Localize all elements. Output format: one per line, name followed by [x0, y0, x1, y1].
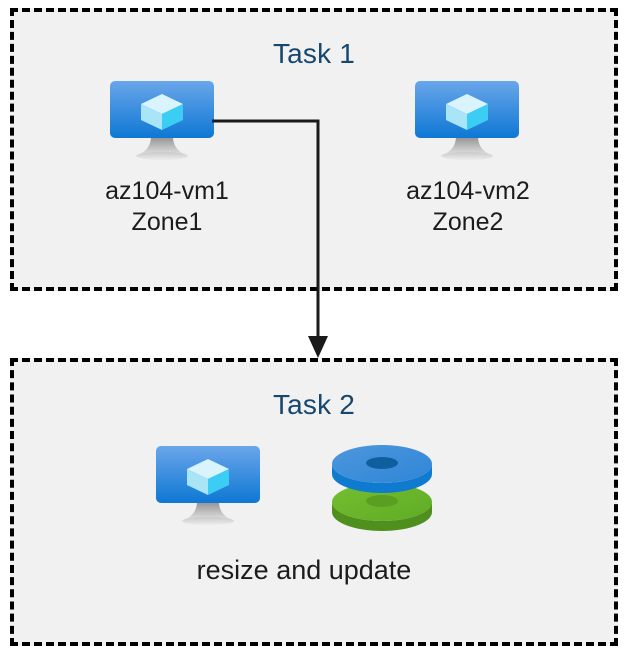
node-label-vm1: az104-vm1 Zone1 [47, 176, 287, 238]
group-title-task1: Task 1 [272, 38, 356, 69]
group-title-task2: Task 2 [272, 389, 356, 420]
task2-caption: resize and update [64, 553, 544, 587]
task2-caption-text: resize and update [196, 555, 412, 585]
vm1-zone: Zone1 [131, 208, 203, 236]
vm1-name: az104-vm1 [105, 177, 229, 205]
node-label-vm2: az104-vm2 Zone2 [348, 176, 588, 238]
group-box-task2: Task 2 [10, 358, 618, 646]
group-box-task1: Task 1 [10, 8, 618, 291]
azure-virtual-machine-icon [414, 80, 520, 164]
azure-virtual-machine-icon [155, 445, 261, 529]
vm2-name: az104-vm2 [406, 177, 530, 205]
vm2-zone: Zone2 [432, 208, 504, 236]
azure-disks-icon [330, 440, 435, 532]
azure-virtual-machine-icon [109, 80, 215, 164]
arrowhead-down-icon [308, 336, 328, 358]
